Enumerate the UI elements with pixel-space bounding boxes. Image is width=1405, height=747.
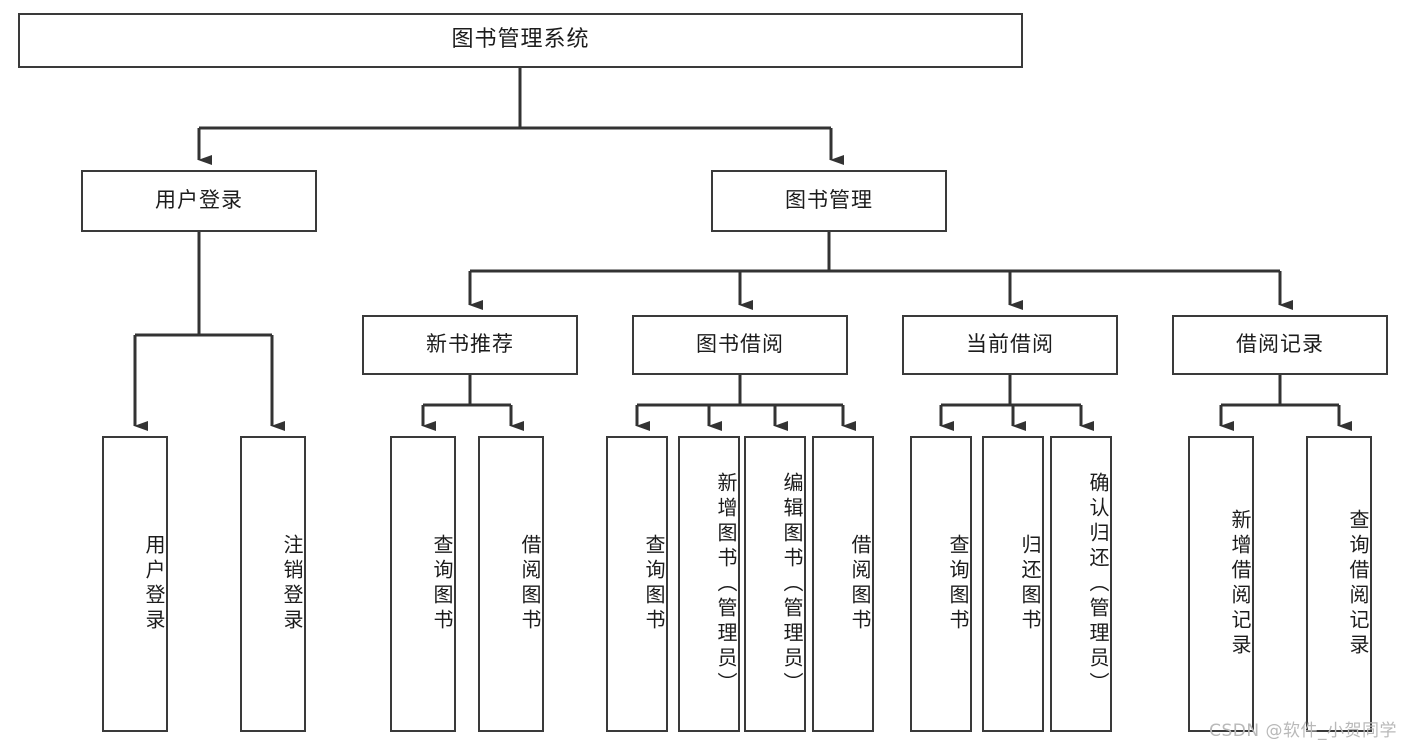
- node-leaf-label: 注销登录: [280, 534, 304, 634]
- node-leaf-12[interactable]: 新增借阅记录: [1188, 436, 1254, 732]
- node-level3-label: 当前借阅: [966, 332, 1054, 357]
- node-leaf-label: 用户登录: [142, 534, 166, 634]
- node-level2-label: 用户登录: [155, 188, 243, 213]
- node-leaf-2[interactable]: 注销登录: [240, 436, 306, 732]
- node-level3-1[interactable]: 新书推荐: [362, 315, 578, 375]
- node-level2-2[interactable]: 图书管理: [711, 170, 947, 232]
- node-root-label: 图书管理系统: [451, 27, 590, 53]
- node-leaf-label: 编辑图书（管理员）: [780, 471, 804, 697]
- node-leaf-3[interactable]: 查询图书: [390, 436, 456, 732]
- node-level2-label: 图书管理: [785, 188, 873, 213]
- node-leaf-5[interactable]: 查询图书: [606, 436, 668, 732]
- node-level3-4[interactable]: 借阅记录: [1172, 315, 1388, 375]
- node-leaf-label: 查询图书: [642, 534, 666, 634]
- node-leaf-label: 确认归还（管理员）: [1086, 471, 1110, 697]
- node-leaf-label: 查询借阅记录: [1346, 509, 1370, 659]
- node-leaf-13[interactable]: 查询借阅记录: [1306, 436, 1372, 732]
- node-leaf-label: 借阅图书: [518, 534, 542, 634]
- node-level3-label: 图书借阅: [696, 332, 784, 357]
- node-leaf-7[interactable]: 编辑图书（管理员）: [744, 436, 806, 732]
- node-level3-2[interactable]: 图书借阅: [632, 315, 848, 375]
- node-level2-1[interactable]: 用户登录: [81, 170, 317, 232]
- node-level3-label: 借阅记录: [1236, 332, 1324, 357]
- node-leaf-label: 查询图书: [430, 534, 454, 634]
- node-leaf-10[interactable]: 归还图书: [982, 436, 1044, 732]
- node-leaf-9[interactable]: 查询图书: [910, 436, 972, 732]
- node-leaf-6[interactable]: 新增图书（管理员）: [678, 436, 740, 732]
- node-leaf-label: 查询图书: [946, 534, 970, 634]
- node-leaf-label: 新增图书（管理员）: [714, 471, 738, 697]
- node-leaf-label: 归还图书: [1018, 534, 1042, 634]
- node-leaf-4[interactable]: 借阅图书: [478, 436, 544, 732]
- node-leaf-11[interactable]: 确认归还（管理员）: [1050, 436, 1112, 732]
- node-level3-label: 新书推荐: [426, 332, 514, 357]
- node-leaf-label: 借阅图书: [848, 534, 872, 634]
- node-leaf-label: 新增借阅记录: [1228, 509, 1252, 659]
- node-root[interactable]: 图书管理系统: [18, 13, 1023, 68]
- node-level3-3[interactable]: 当前借阅: [902, 315, 1118, 375]
- node-leaf-1[interactable]: 用户登录: [102, 436, 168, 732]
- watermark: CSDN @软件_小贺同学: [1209, 721, 1397, 741]
- node-leaf-8[interactable]: 借阅图书: [812, 436, 874, 732]
